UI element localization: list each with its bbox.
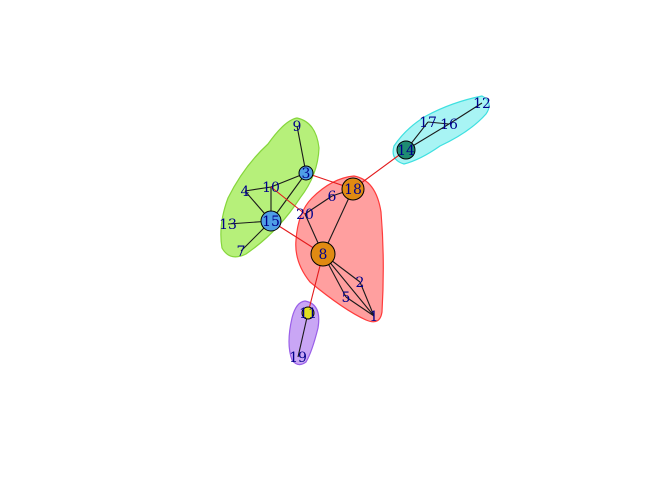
node-6: 6 bbox=[328, 189, 337, 205]
node-label-14: 14 bbox=[397, 143, 415, 159]
node-19: 19 bbox=[289, 350, 307, 366]
node-label-18: 18 bbox=[344, 182, 362, 198]
node-circle-8 bbox=[310, 241, 336, 267]
edge-16-12 bbox=[448, 102, 483, 125]
node-5: 5 bbox=[342, 290, 351, 306]
node-label-20: 20 bbox=[296, 207, 314, 223]
node-12: 12 bbox=[473, 96, 491, 112]
node-16: 16 bbox=[440, 117, 458, 133]
node-circle-18 bbox=[341, 177, 365, 201]
node-10: 10 bbox=[262, 180, 280, 196]
edge-2-1 bbox=[359, 281, 375, 317]
node-label-9: 9 bbox=[293, 119, 302, 135]
node-label-7: 7 bbox=[237, 244, 246, 260]
node-label-10: 10 bbox=[262, 180, 280, 196]
node-3: 3 bbox=[298, 165, 314, 182]
edge-6-20 bbox=[304, 195, 333, 215]
node-label-13: 13 bbox=[219, 217, 237, 233]
node-label-11: 11 bbox=[299, 306, 317, 322]
node-label-19: 19 bbox=[289, 350, 307, 366]
node-label-6: 6 bbox=[328, 189, 337, 205]
node-9: 9 bbox=[293, 119, 302, 135]
node-18: 18 bbox=[341, 177, 365, 201]
node-circle-11 bbox=[301, 306, 315, 320]
edge-11-19 bbox=[297, 312, 309, 358]
node-label-17: 17 bbox=[419, 115, 437, 131]
edge-10-20 bbox=[270, 186, 306, 215]
node-label-2: 2 bbox=[356, 275, 365, 291]
edges bbox=[227, 102, 483, 358]
node-15: 15 bbox=[260, 210, 282, 232]
node-circle-15 bbox=[260, 210, 282, 232]
node-11: 11 bbox=[299, 306, 317, 322]
node-20: 20 bbox=[296, 207, 314, 223]
edge-17-16 bbox=[427, 121, 450, 125]
node-label-5: 5 bbox=[342, 290, 351, 306]
edge-9-3 bbox=[296, 125, 307, 174]
edge-8-1 bbox=[322, 253, 375, 317]
node-label-15: 15 bbox=[262, 214, 280, 230]
edge-5-1 bbox=[345, 296, 375, 317]
node-label-3: 3 bbox=[302, 166, 311, 182]
node-label-4: 4 bbox=[241, 184, 250, 200]
node-7: 7 bbox=[237, 244, 246, 260]
node-circle-14 bbox=[396, 140, 416, 160]
node-label-12: 12 bbox=[473, 96, 491, 112]
node-13: 13 bbox=[219, 217, 237, 233]
node-14: 14 bbox=[396, 140, 416, 160]
community-hull-cyan bbox=[392, 95, 490, 165]
community-hull-red bbox=[295, 175, 384, 323]
node-1: 1 bbox=[370, 309, 379, 325]
node-circle-3 bbox=[298, 165, 314, 181]
node-4: 4 bbox=[241, 184, 250, 200]
node-17: 17 bbox=[419, 115, 437, 131]
edge-4-10 bbox=[244, 186, 272, 192]
node-label-8: 8 bbox=[319, 247, 328, 263]
node-label-16: 16 bbox=[440, 117, 458, 133]
node-label-1: 1 bbox=[370, 309, 379, 325]
node-8: 8 bbox=[310, 241, 336, 267]
node-2: 2 bbox=[356, 275, 365, 291]
